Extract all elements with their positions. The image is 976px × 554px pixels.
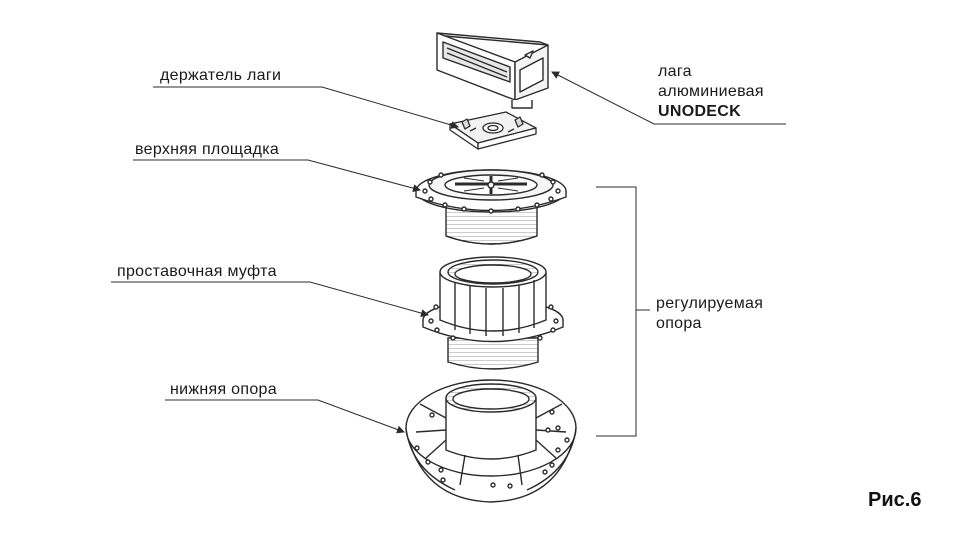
- lower-support: [405, 379, 577, 503]
- joist-holder: [449, 111, 537, 150]
- label-spacer-coupling: проставочная муфта: [117, 263, 277, 280]
- label-adjustable-line2: опора: [656, 315, 702, 332]
- label-joist-line2: алюминиевая: [658, 83, 764, 100]
- label-joist-holder: держатель лаги: [160, 67, 282, 84]
- spacer-coupling: [422, 256, 564, 370]
- figure-caption: Рис.6: [868, 489, 922, 511]
- leader-lines: [111, 71, 786, 437]
- label-top-plate: верхняя площадка: [135, 141, 280, 158]
- aluminium-joist: [436, 32, 549, 109]
- label-joist-line1: лага: [658, 63, 692, 80]
- label-adjustable-line1: регулируемая: [656, 295, 764, 312]
- label-lower-support: нижняя опора: [170, 381, 277, 398]
- label-joist-line3: UNODECK: [658, 103, 741, 120]
- top-plate: [415, 169, 567, 245]
